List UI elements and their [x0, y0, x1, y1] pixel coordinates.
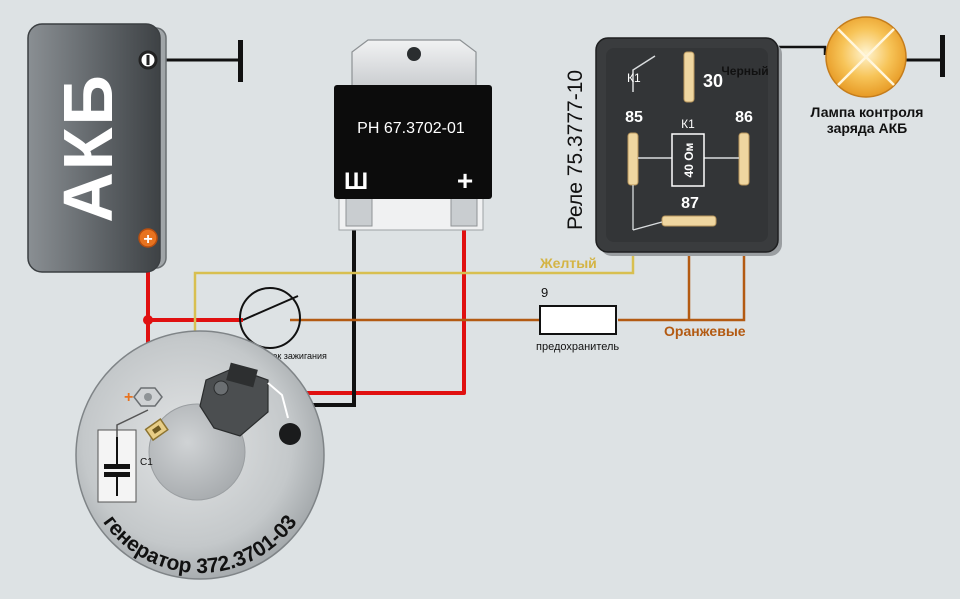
generator: генератор 372.3701-03 С1 +: [75, 330, 325, 580]
battery-body: [27, 23, 161, 273]
capacitor-plate-top: [104, 464, 130, 469]
ignition-switch: замок зажигания: [239, 287, 327, 361]
generator-bolt: [279, 423, 301, 445]
capacitor-plate-bottom: [104, 472, 130, 477]
relay-pin-87-label: 87: [681, 195, 699, 212]
brush-holder-top: [226, 362, 258, 388]
relay-pin-30: [683, 51, 695, 103]
generator-excitation-terminal: [144, 418, 169, 442]
relay-contact-label: К1: [627, 71, 641, 85]
relay-pin-87: [661, 215, 717, 227]
battery: АКБ +: [27, 23, 167, 273]
regulator-label: РН 67.3702-01: [357, 120, 465, 137]
fuse-body: [539, 305, 617, 335]
regulator-mount-hole: [407, 47, 421, 61]
relay: К1 30 Черный 85 86 К1 40 Ом 87: [595, 37, 782, 256]
regulator-terminal-sh: Ш: [344, 168, 368, 195]
lamp-label-line1: Лампа контроля: [811, 104, 924, 120]
regulator-leg-right: [450, 195, 478, 227]
relay-coil-label: К1: [681, 117, 695, 131]
brush-holder-screw: [213, 380, 229, 396]
relay-pin-30-label: 30: [703, 71, 723, 91]
ignition-switch-blade: [242, 295, 299, 321]
generator-plus-mark: +: [124, 389, 133, 406]
ground-symbol-lamp: [940, 35, 945, 77]
ignition-label: замок зажигания: [257, 351, 327, 361]
ignition-switch-circle: [239, 287, 301, 349]
relay-label: Реле 75.3777-10: [564, 70, 587, 230]
fuse-number: 9: [541, 285, 548, 300]
relay-pin-85-label: 85: [625, 109, 643, 126]
brush-holder-lead: [267, 382, 289, 419]
relay-face: [606, 48, 768, 242]
lamp-label-line2: заряда АКБ: [827, 120, 907, 136]
relay-contact-switch: [632, 55, 656, 92]
battery-plus-terminal: [138, 228, 158, 248]
wire-regulator-plus: [238, 200, 466, 395]
lamp-filament-cross: [837, 28, 895, 86]
plus-sign: +: [143, 231, 152, 248]
capacitor: [97, 409, 149, 503]
voltage-regulator: РН 67.3702-01 Ш +: [334, 39, 492, 231]
relay-internal-line: [632, 185, 663, 231]
ground-symbol-battery: [238, 40, 243, 82]
yellow-wire-label: Желтый: [539, 255, 597, 271]
relay-coil-resistance: 40 Ом: [682, 142, 696, 177]
fuse-label: предохранитель: [536, 341, 619, 353]
relay-pin-86: [738, 132, 750, 186]
relay-pin-85: [627, 132, 639, 186]
fuse: 9 предохранитель: [536, 285, 619, 353]
charge-lamp: [825, 16, 907, 98]
relay-coil: [671, 133, 705, 187]
brush-holder: [199, 362, 289, 437]
capacitor-label: С1: [140, 457, 153, 468]
orange-wire-label: Оранжевые: [664, 323, 746, 339]
relay-pin-86-label: 86: [735, 109, 753, 126]
battery-label: АКБ: [49, 73, 127, 223]
relay-wire-color-30: Черный: [721, 64, 768, 78]
capacitor-wire: [116, 409, 149, 437]
red-junction: [143, 315, 153, 325]
generator-plus-terminal: [133, 387, 163, 407]
regulator-body: [334, 85, 492, 199]
regulator-leg-left: [345, 195, 373, 227]
regulator-terminal-plus: +: [457, 165, 473, 196]
